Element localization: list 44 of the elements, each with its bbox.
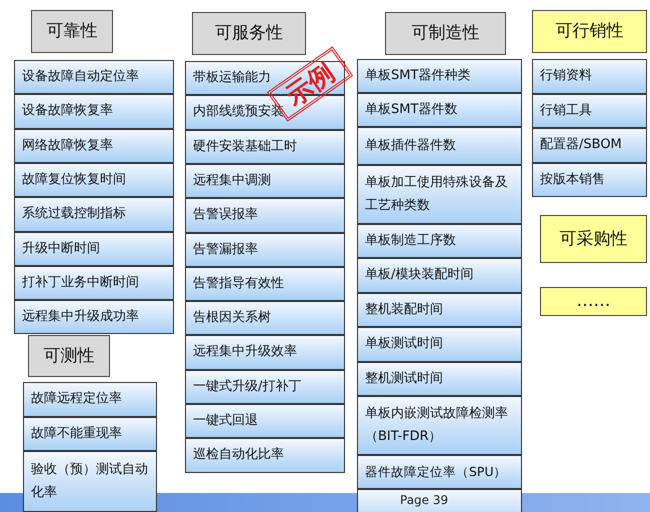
metric-cell: 验收（预）测试自动化率 bbox=[23, 451, 157, 512]
metric-cell: 单板/模块装配时间 bbox=[357, 258, 522, 293]
metric-cell: 行销工具 bbox=[532, 94, 647, 128]
metric-cell: 一键式升级/打补丁 bbox=[185, 370, 345, 404]
metric-cell: 故障远程定位率 bbox=[23, 382, 157, 417]
metric-cell: 告警漏报率 bbox=[185, 233, 345, 267]
metric-cell: 告根因关系树 bbox=[185, 301, 345, 335]
category-header: 可制造性 bbox=[385, 12, 506, 55]
metric-cell: 设备故障恢复率 bbox=[14, 94, 174, 129]
page-number: Page 39 bbox=[400, 493, 448, 507]
metric-cell: 打补丁业务中断时间 bbox=[14, 266, 174, 300]
metric-cell: 远程集中调测 bbox=[185, 164, 345, 198]
metric-cell: 单板SMT器件数 bbox=[357, 93, 522, 127]
metric-cell: 单板内嵌测试故障检测率（BIT-FDR） bbox=[357, 396, 522, 455]
metric-cell: 一键式回退 bbox=[185, 404, 345, 438]
category-header: …… bbox=[540, 287, 647, 316]
metric-cell: 单板测试时间 bbox=[357, 327, 522, 362]
metric-cell: 按版本销售 bbox=[532, 163, 647, 197]
metric-cell: 单板制造工序数 bbox=[357, 224, 522, 258]
metric-cell: 故障复位恢复时间 bbox=[14, 163, 174, 197]
metric-cell: 硬件安装基础工时 bbox=[185, 130, 345, 164]
metric-cell: 单板加工使用特殊设备及工艺种类数 bbox=[357, 165, 522, 224]
metric-cell: 单板插件器件数 bbox=[357, 127, 522, 165]
metric-cell: 设备故障自动定位率 bbox=[14, 60, 174, 94]
category-header: 可靠性 bbox=[31, 10, 113, 53]
metric-cell: 升级中断时间 bbox=[14, 232, 174, 266]
category-header: 可行销性 bbox=[532, 10, 647, 53]
metric-cell: 远程集中升级成功率 bbox=[14, 300, 174, 334]
metric-cell: 故障不能重现率 bbox=[23, 417, 157, 451]
metric-cell: 巡检自动化比率 bbox=[185, 438, 345, 473]
category-header: 可测性 bbox=[28, 335, 110, 377]
category-header: 可服务性 bbox=[192, 12, 306, 55]
metric-cell: 器件故障定位率（SPU） bbox=[357, 455, 522, 489]
metric-cell: 告警误报率 bbox=[185, 198, 345, 233]
category-header: 可采购性 bbox=[540, 215, 647, 263]
metric-cell: 告警指导有效性 bbox=[185, 267, 345, 301]
metric-cell: 整机测试时间 bbox=[357, 362, 522, 396]
metric-cell: 网络故障恢复率 bbox=[14, 129, 174, 163]
metric-cell: 行销资料 bbox=[532, 59, 647, 94]
metric-cell: 单板SMT器件种类 bbox=[357, 59, 522, 93]
metric-cell: 配置器/SBOM bbox=[532, 128, 647, 163]
metric-cell: 远程集中升级效率 bbox=[185, 335, 345, 370]
metric-cell: 整机装配时间 bbox=[357, 293, 522, 327]
metric-cell: 系统过载控制指标 bbox=[14, 197, 174, 232]
